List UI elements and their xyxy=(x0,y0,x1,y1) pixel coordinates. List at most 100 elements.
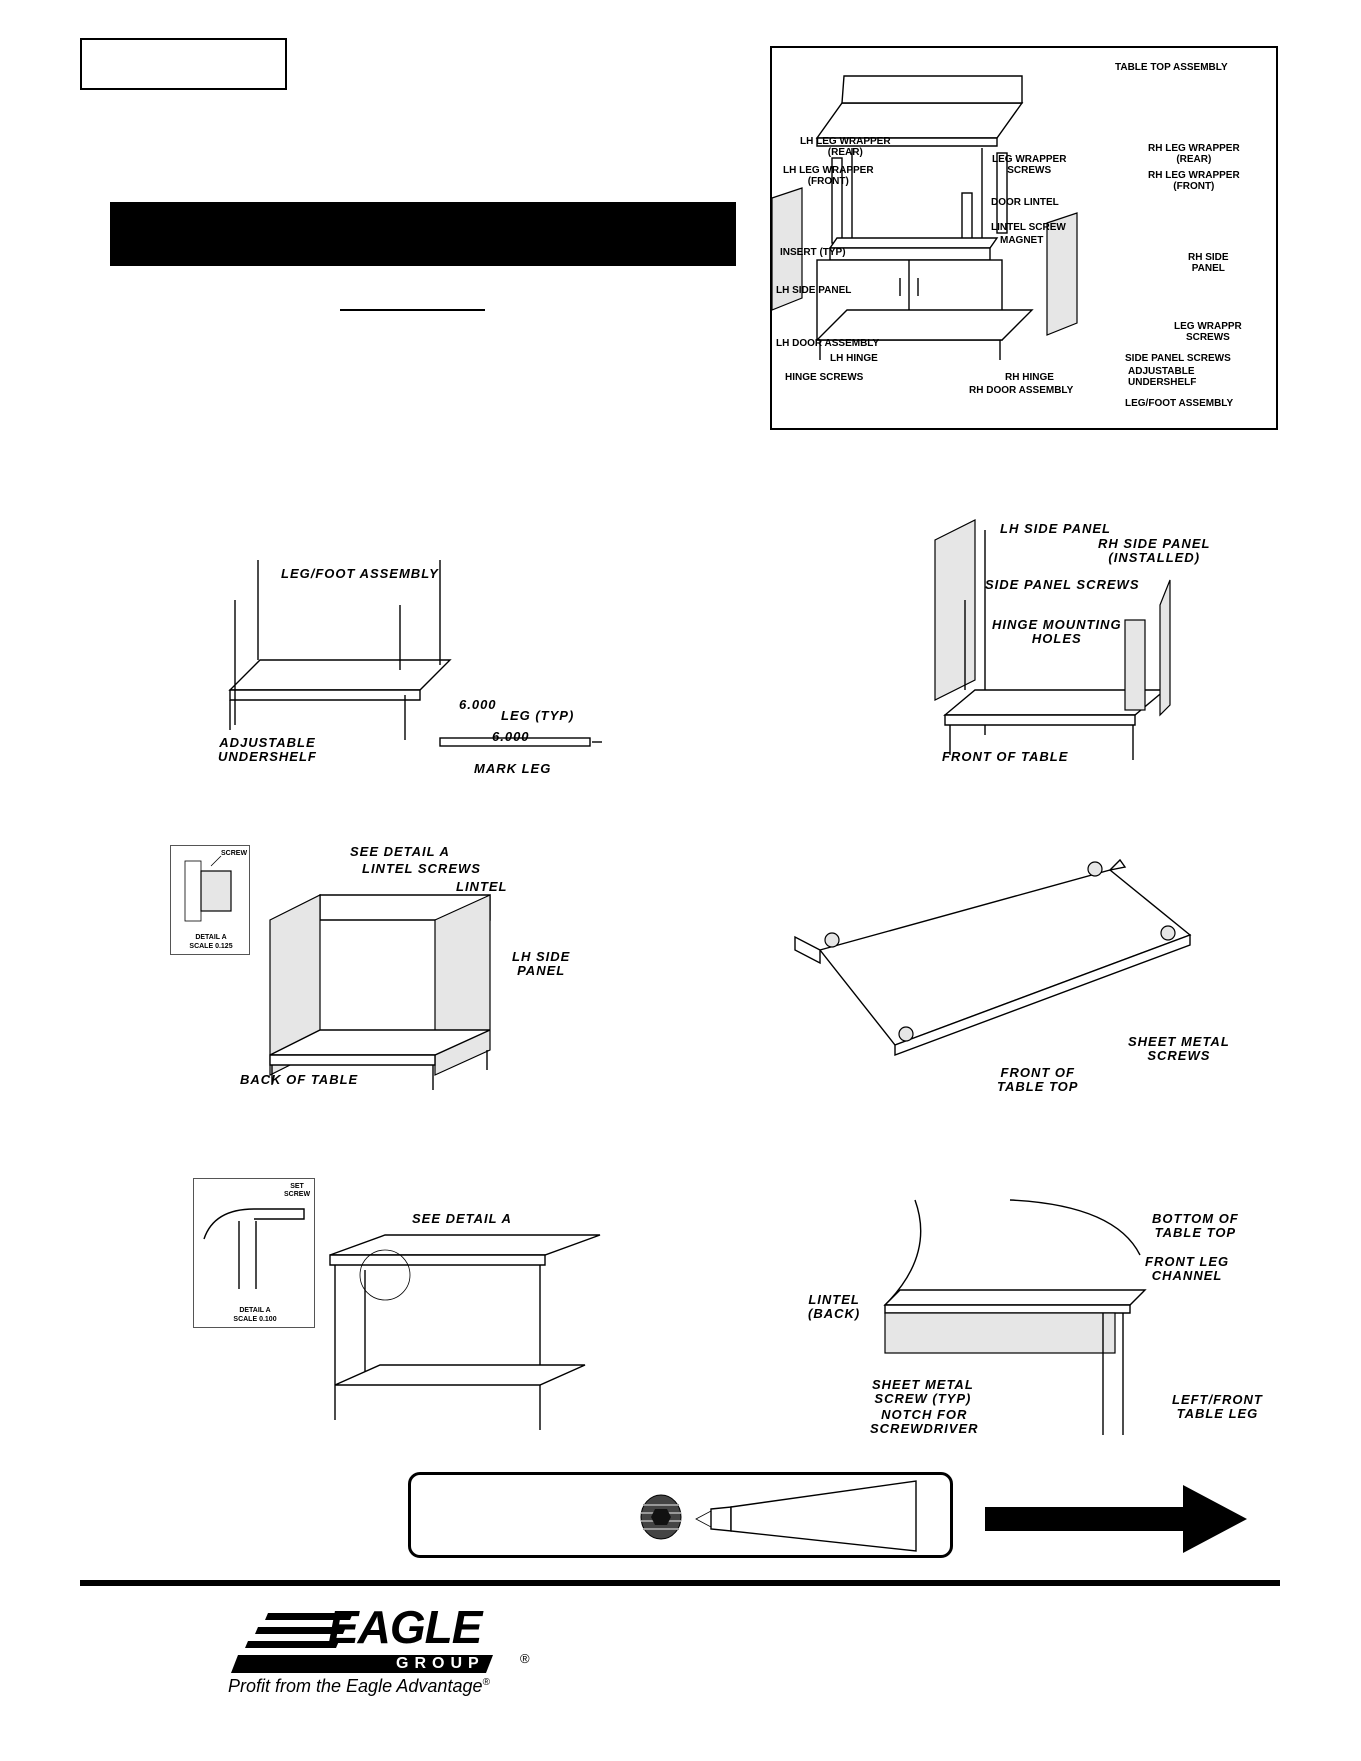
label-line: SCREW (TYP) xyxy=(874,1391,972,1406)
step3-detail-screw: SCREW xyxy=(221,850,248,857)
label-magnet: MAGNET xyxy=(1000,235,1044,246)
label-rh-leg-wrapper-front: RH LEG WRAPPER(FRONT) xyxy=(1148,170,1240,192)
label-line: RH LEG WRAPPER xyxy=(1148,143,1240,154)
step5-detail-drawing xyxy=(203,1208,305,1289)
label-line: UNDERSHELF xyxy=(218,749,317,764)
tagline-registered: ® xyxy=(482,1677,490,1688)
footer-rule xyxy=(80,1580,1280,1586)
step1-dim-a: 6.000 xyxy=(459,697,497,712)
label-side-panel-screws: SIDE PANEL SCREWS xyxy=(1125,353,1231,364)
tools-callout-box xyxy=(408,1472,953,1558)
label-line: LEG WRAPPR xyxy=(1174,321,1242,332)
label-line: NOTCH FOR xyxy=(881,1407,968,1422)
label-table-top-assembly: TABLE TOP ASSEMBLY xyxy=(1115,62,1228,73)
label-line: SHEET METAL xyxy=(1128,1034,1230,1049)
label-line: ADJUSTABLE xyxy=(1128,366,1195,377)
title-banner xyxy=(110,202,736,266)
label-line: CHANNEL xyxy=(1151,1268,1223,1283)
step3-back-of-table: BACK OF TABLE xyxy=(240,1072,359,1087)
eagle-group-logo: EAGLE GROUP ® xyxy=(228,1603,538,1675)
label-line: FRONT LEG xyxy=(1145,1254,1230,1269)
exploded-view-diagram xyxy=(770,46,1278,430)
step5-detail-scale: SCALE 0.100 xyxy=(233,1316,277,1323)
label-line: (FRONT) xyxy=(807,176,849,187)
label-line: RH LEG WRAPPER xyxy=(1148,170,1240,181)
logo-stripes-icon xyxy=(231,1613,493,1673)
step4-drawing xyxy=(794,858,1192,1057)
step1-dim-b: 6.000 xyxy=(492,729,530,744)
step5-detail-title: DETAIL A xyxy=(239,1307,271,1314)
label-lh-hinge: LH HINGE xyxy=(830,353,878,364)
label-lh-side-panel: LH SIDE PANEL xyxy=(776,285,852,296)
exploded-view-drawing xyxy=(771,75,1078,360)
step3-detail-title: DETAIL A xyxy=(195,934,227,941)
tagline-text: Profit from the Eagle Advantage xyxy=(228,1676,483,1696)
step6-lintel-back: LINTEL(BACK) xyxy=(808,1293,860,1321)
label-line: TABLE LEG xyxy=(1176,1406,1259,1421)
tools-drawing xyxy=(640,1480,917,1552)
step3-lintel-screws: LINTEL SCREWS xyxy=(362,861,481,876)
label-line: TABLE TOP xyxy=(997,1079,1079,1094)
label-lh-door-assembly: LH DOOR ASSEMBLY xyxy=(776,338,880,349)
step2-drawing xyxy=(934,519,1171,760)
set-screw-icon xyxy=(640,1494,682,1540)
label-line: SCREWS xyxy=(1147,1048,1211,1063)
logo-registered: ® xyxy=(520,1651,530,1666)
subtitle-underline xyxy=(340,309,485,311)
step1-drawing xyxy=(228,560,452,740)
label-lh-leg-wrapper-front: LH LEG WRAPPER(FRONT) xyxy=(783,165,874,187)
footer-tagline: Profit from the Eagle Advantage® xyxy=(228,1676,490,1697)
step2-side-panel-screws: SIDE PANEL SCREWS xyxy=(985,577,1140,592)
label-line: PANEL xyxy=(1191,263,1225,274)
step3-detail-scale: SCALE 0.125 xyxy=(189,943,233,950)
label-rh-leg-wrapper-rear: RH LEG WRAPPER(REAR) xyxy=(1148,143,1240,165)
label-leg-foot-assembly: LEG/FOOT ASSEMBLY xyxy=(1125,398,1234,409)
logo-group: GROUP xyxy=(396,1655,485,1672)
label-lintel-screw: LINTEL SCREW xyxy=(991,222,1066,233)
label-line: FRONT OF xyxy=(1000,1065,1075,1080)
label-line: BOTTOM OF xyxy=(1152,1211,1239,1226)
label-line: SCREWDRIVER xyxy=(870,1421,979,1436)
step3-lintel: LINTEL xyxy=(456,879,508,894)
step2-rh-side-panel: RH SIDE PANEL(INSTALLED) xyxy=(1098,537,1210,565)
label-line: SHEET METAL xyxy=(872,1377,974,1392)
label-line: LEFT/FRONT xyxy=(1172,1392,1263,1407)
step1-leg-typ: LEG (TYP) xyxy=(501,708,575,723)
step5-drawing xyxy=(329,1234,601,1430)
label-line: TABLE TOP xyxy=(1154,1225,1237,1240)
step1-leg-foot-label: LEG/FOOT ASSEMBLY xyxy=(281,566,439,581)
label-line: HOLES xyxy=(1031,631,1082,646)
label-line: ADJUSTABLE xyxy=(219,735,316,750)
label-insert: INSERT (TYP) xyxy=(780,247,846,258)
label-line: SCREWS xyxy=(1007,165,1052,176)
label-line: (BACK) xyxy=(808,1306,861,1321)
label-line: PANEL xyxy=(517,963,566,978)
label-line: SET xyxy=(290,1183,304,1190)
label-lh-leg-wrapper-rear: LH LEG WRAPPER(REAR) xyxy=(800,136,891,158)
step3-detail-a-box: SCREW DETAIL A SCALE 0.125 xyxy=(170,845,250,955)
label-line: HINGE MOUNTING xyxy=(992,617,1122,632)
step5-see-detail: SEE DETAIL A xyxy=(412,1211,512,1226)
header-blank-box xyxy=(80,38,287,90)
label-line: UNDERSHELF xyxy=(1128,377,1197,388)
label-rh-door-assembly: RH DOOR ASSEMBLY xyxy=(969,385,1074,396)
label-line: RH SIDE PANEL xyxy=(1098,536,1211,551)
label-line: (REAR) xyxy=(1176,154,1212,165)
label-line: (FRONT) xyxy=(1173,181,1215,192)
step6-drawing xyxy=(883,1199,1147,1435)
label-line: SCREWS xyxy=(1185,332,1230,343)
step3-detail-drawing xyxy=(184,855,232,922)
label-line: LH LEG WRAPPER xyxy=(783,165,874,176)
step2-lh-side-panel: LH SIDE PANEL xyxy=(1000,521,1111,536)
